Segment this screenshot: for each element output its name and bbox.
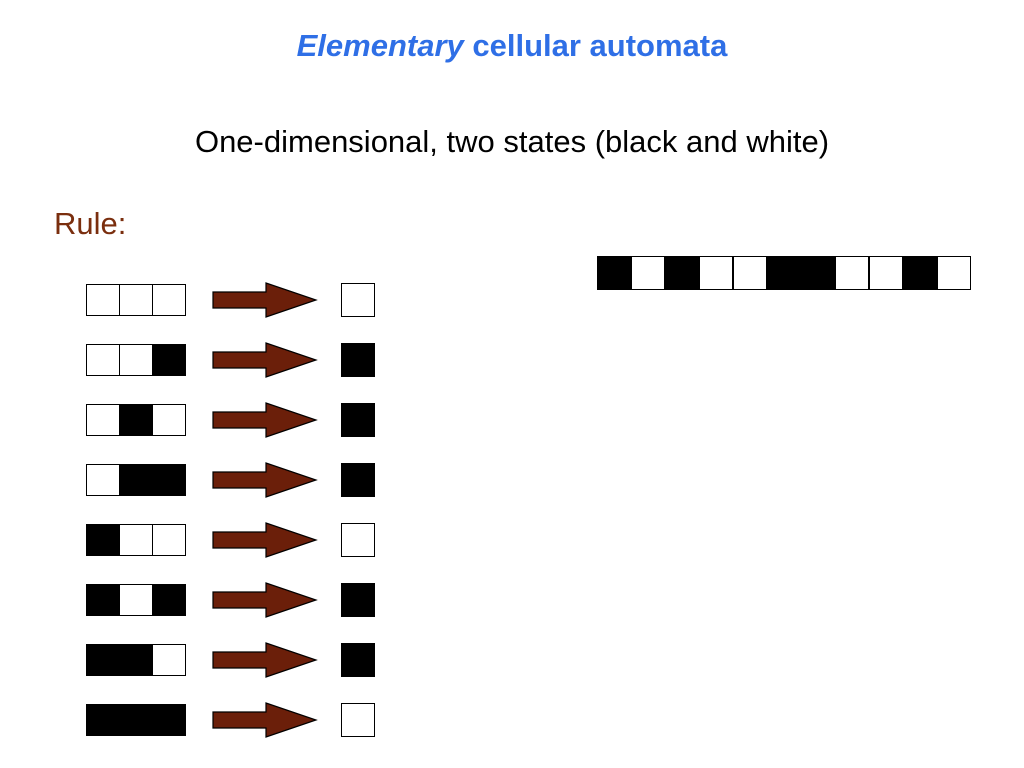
rule-row [0, 702, 400, 738]
white-cell [86, 464, 120, 496]
strip-white-cell [937, 256, 971, 290]
result-black-cell [341, 403, 375, 437]
black-cell [152, 704, 186, 736]
result-black-cell [341, 463, 375, 497]
black-cell [119, 704, 153, 736]
right-arrow-icon [212, 402, 318, 438]
strip-white-cell [869, 256, 903, 290]
black-cell [86, 584, 120, 616]
result-black-cell [341, 583, 375, 617]
right-arrow-icon [212, 462, 318, 498]
slide-title: Elementary cellular automata [0, 28, 1024, 64]
strip-black-cell [665, 256, 699, 290]
black-cell [86, 644, 120, 676]
white-cell [86, 284, 120, 316]
black-cell [152, 464, 186, 496]
black-cell [152, 344, 186, 376]
strip-white-cell [699, 256, 733, 290]
black-cell [86, 704, 120, 736]
rule-row [0, 342, 400, 378]
result-black-cell [341, 643, 375, 677]
black-cell [119, 404, 153, 436]
title-italic: Elementary [296, 28, 464, 63]
black-cell [152, 584, 186, 616]
white-cell [119, 344, 153, 376]
strip-black-cell [903, 256, 937, 290]
result-white-cell [341, 283, 375, 317]
rule-row [0, 282, 400, 318]
rule-row [0, 582, 400, 618]
right-arrow-icon [212, 282, 318, 318]
white-cell [86, 344, 120, 376]
black-cell [119, 464, 153, 496]
rule-row [0, 402, 400, 438]
white-cell [152, 404, 186, 436]
right-arrow-icon [212, 342, 318, 378]
strip-white-cell [733, 256, 767, 290]
result-white-cell [341, 703, 375, 737]
strip-white-cell [631, 256, 665, 290]
rule-label: Rule: [54, 206, 127, 241]
white-cell [119, 524, 153, 556]
strip-black-cell [801, 256, 835, 290]
white-cell [152, 284, 186, 316]
rule-row [0, 462, 400, 498]
rule-row [0, 642, 400, 678]
white-cell [86, 404, 120, 436]
strip-white-cell [835, 256, 869, 290]
result-black-cell [341, 343, 375, 377]
white-cell [152, 644, 186, 676]
white-cell [119, 284, 153, 316]
slide-subtitle: One-dimensional, two states (black and w… [194, 124, 830, 159]
white-cell [119, 584, 153, 616]
white-cell [152, 524, 186, 556]
black-cell [86, 524, 120, 556]
black-cell [119, 644, 153, 676]
right-arrow-icon [212, 642, 318, 678]
strip-black-cell [597, 256, 631, 290]
title-rest: cellular automata [463, 28, 728, 63]
result-white-cell [341, 523, 375, 557]
strip-black-cell [767, 256, 801, 290]
right-arrow-icon [212, 582, 318, 618]
right-arrow-icon [212, 522, 318, 558]
rule-row [0, 522, 400, 558]
right-arrow-icon [212, 702, 318, 738]
